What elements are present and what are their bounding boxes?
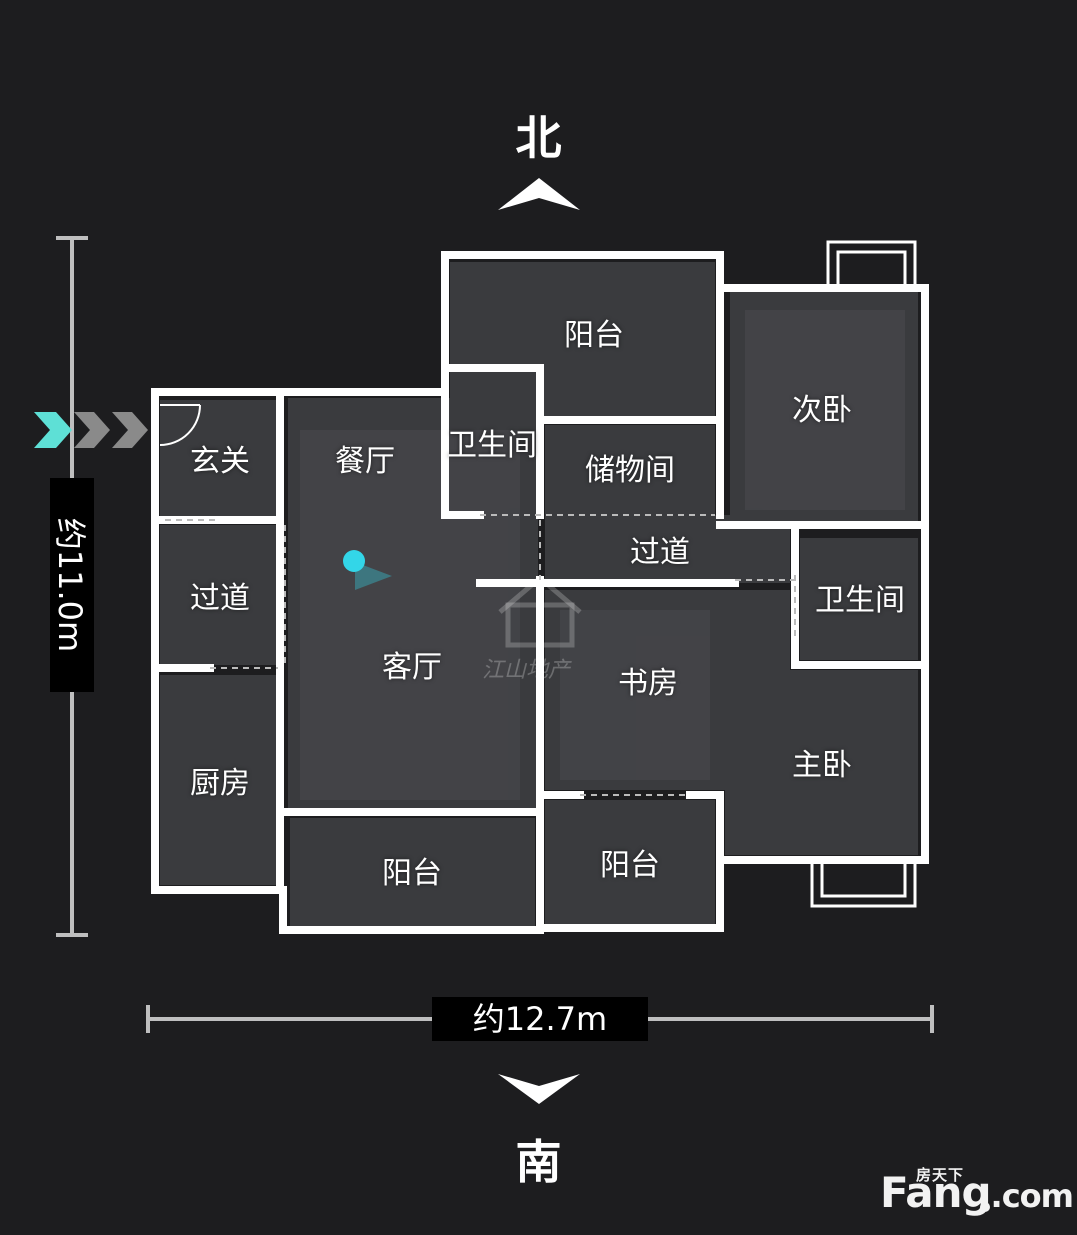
room-label-corridor-right: 过道 bbox=[630, 535, 690, 570]
house-watermark-icon bbox=[498, 574, 582, 648]
room-label-bathroom-east: 卫生间 bbox=[815, 583, 905, 618]
room-label-balcony-north: 阳台 bbox=[564, 318, 624, 353]
fang-logo: 房天下 Fang.com bbox=[880, 1166, 1074, 1217]
room-label-corridor-left: 过道 bbox=[190, 581, 250, 616]
entry-arrows-icon bbox=[34, 412, 148, 448]
room-label-second-bedroom: 次卧 bbox=[792, 393, 852, 428]
center-watermark-text: 江山地产 bbox=[482, 658, 571, 683]
north-arrow-icon bbox=[498, 178, 580, 210]
dashed-boundaries bbox=[165, 514, 796, 796]
room-label-master-bedroom: 主卧 bbox=[792, 748, 852, 783]
room-label-storage: 储物间 bbox=[585, 453, 675, 488]
room-label-study: 书房 bbox=[618, 666, 678, 701]
room-label-dining: 餐厅 bbox=[335, 444, 395, 479]
brand-dot-icon bbox=[980, 1202, 990, 1212]
door-swing bbox=[159, 404, 201, 446]
north-label: 北 bbox=[515, 111, 562, 165]
bay-windows bbox=[810, 240, 917, 908]
location-marker-icon bbox=[343, 550, 392, 590]
room-label-bathroom-north: 卫生间 bbox=[447, 428, 537, 463]
room-shading bbox=[300, 310, 905, 800]
walls bbox=[151, 251, 929, 934]
room-label-balcony-south-left: 阳台 bbox=[382, 856, 442, 891]
height-dimension-box: 约11.0m bbox=[50, 478, 94, 692]
height-dimension-label: 约11.0m bbox=[51, 517, 89, 653]
width-dimension-label: 约12.7m bbox=[432, 997, 648, 1041]
room-label-entrance: 玄关 bbox=[190, 444, 250, 479]
south-arrow-icon bbox=[498, 1074, 580, 1104]
room-label-kitchen: 厨房 bbox=[190, 766, 250, 801]
south-label: 南 bbox=[515, 1135, 562, 1189]
room-label-living: 客厅 bbox=[382, 650, 442, 685]
fang-logo-main: Fang bbox=[880, 1168, 992, 1217]
fang-logo-sub: 房天下 bbox=[916, 1166, 965, 1184]
room-label-balcony-south-right: 阳台 bbox=[600, 848, 660, 883]
fang-logo-com: .com bbox=[990, 1177, 1074, 1215]
